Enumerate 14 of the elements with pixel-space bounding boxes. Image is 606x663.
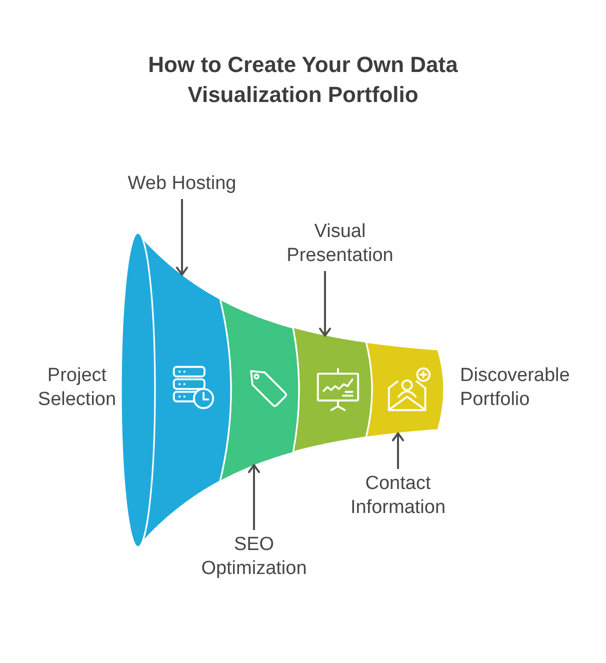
arrow bbox=[248, 464, 260, 530]
funnel-segment bbox=[292, 326, 373, 454]
title: How to Create Your Own Data Visualization Portfolio bbox=[147, 51, 459, 109]
arrow bbox=[392, 432, 404, 469]
step-label: Project Selection bbox=[36, 364, 118, 412]
step-label: SEO Optimization bbox=[196, 533, 312, 581]
step-label: Web Hosting bbox=[123, 172, 241, 196]
step-label: Discoverable Portfolio bbox=[460, 364, 571, 412]
step-label: Contact Information bbox=[345, 472, 451, 520]
funnel-segment bbox=[365, 341, 445, 439]
step-label: Visual Presentation bbox=[281, 220, 399, 268]
arrow bbox=[319, 271, 331, 337]
funnel-segment bbox=[219, 298, 300, 482]
arrow bbox=[176, 199, 188, 276]
